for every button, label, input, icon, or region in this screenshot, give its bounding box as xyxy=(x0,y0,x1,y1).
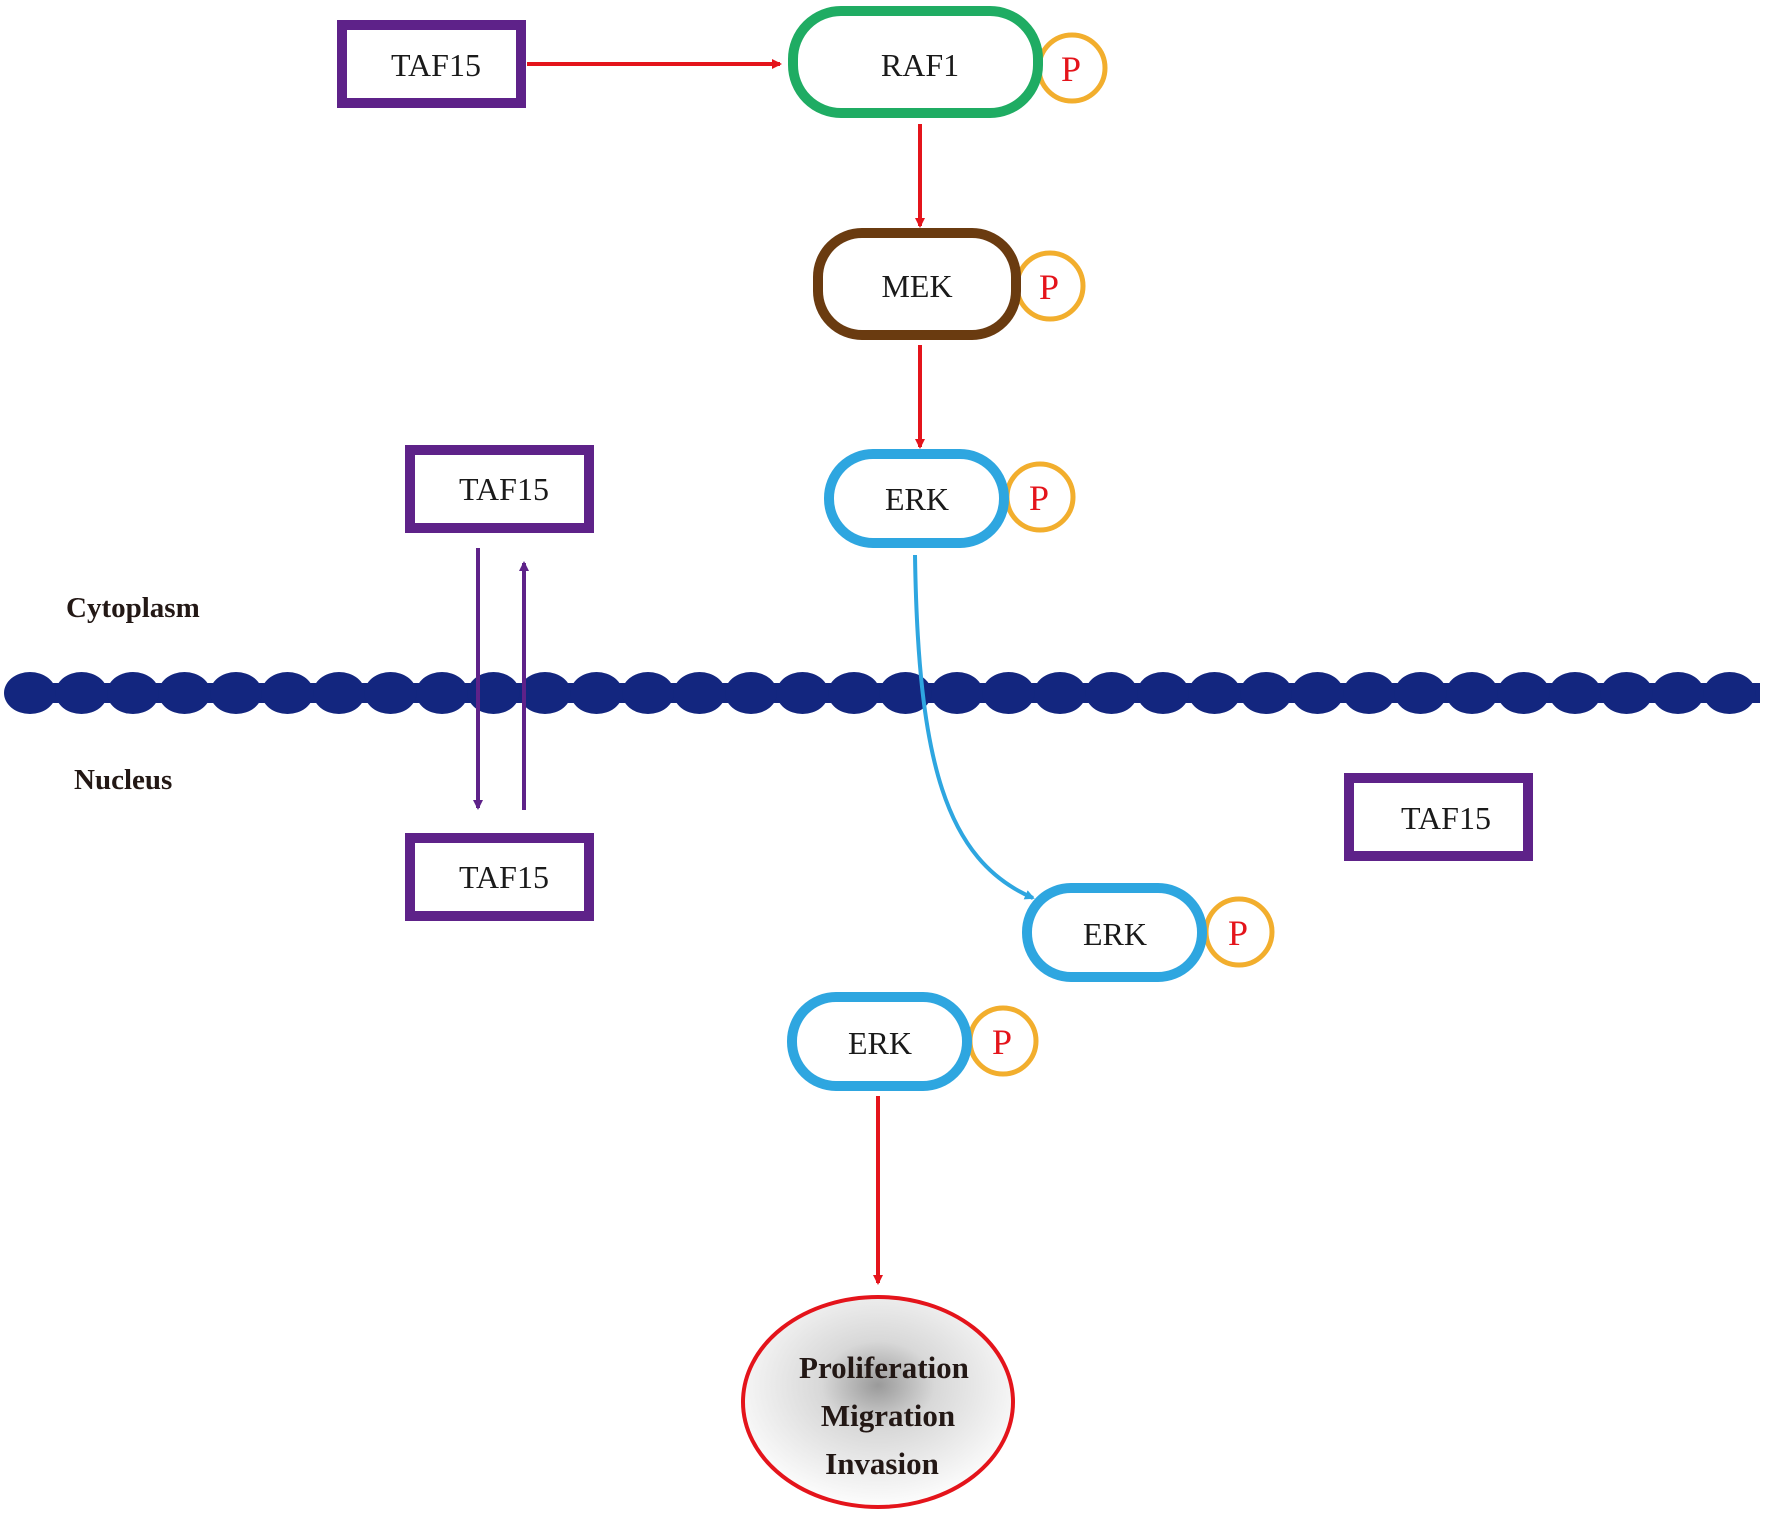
membrane-bead xyxy=(158,672,211,714)
taf15-cytoplasm-label: TAF15 xyxy=(459,471,549,507)
membrane-bead xyxy=(1652,672,1704,714)
mek-label: MEK xyxy=(881,268,952,304)
membrane-bead xyxy=(1703,672,1756,714)
membrane-bead xyxy=(364,672,417,714)
erk-nucleus-left-label: ERK xyxy=(848,1025,912,1061)
membrane-bead xyxy=(1291,672,1344,714)
outcome-proliferation: Proliferation xyxy=(799,1350,969,1385)
mek-node: P MEK xyxy=(813,228,1086,340)
erk-nucleus-left-phospho-label: P xyxy=(992,1022,1012,1062)
membrane-bead xyxy=(622,672,674,714)
membrane-bead xyxy=(107,672,159,714)
taf15-top-label: TAF15 xyxy=(391,47,481,83)
erk-cytoplasm-label: ERK xyxy=(885,481,949,517)
membrane-bead xyxy=(1240,672,1292,714)
taf15-node-top: TAF15 xyxy=(337,20,526,108)
membrane-bead xyxy=(313,672,365,714)
membrane-bead xyxy=(1446,672,1498,714)
membrane-bead xyxy=(1343,672,1395,714)
membrane-bead xyxy=(210,672,262,714)
erk-node-nucleus-left: P ERK xyxy=(787,992,1039,1091)
erk-node-cytoplasm: P ERK xyxy=(824,449,1076,548)
raf1-node: P RAF1 xyxy=(788,6,1108,118)
erk-cytoplasm-phospho-label: P xyxy=(1029,478,1049,518)
membrane-bead xyxy=(416,672,468,714)
erk-nucleus-right-phospho-label: P xyxy=(1228,913,1248,953)
membrane-bead xyxy=(467,672,520,714)
cytoplasm-label: Cytoplasm xyxy=(66,592,200,624)
membrane-bead xyxy=(1034,672,1086,714)
taf15-node-nucleus: TAF15 xyxy=(405,833,594,921)
nuclear-membrane xyxy=(4,672,1760,714)
membrane-bead xyxy=(879,672,932,714)
outcome-invasion: Invasion xyxy=(825,1446,939,1481)
cellular-outcome-node: Proliferation Migration Invasion xyxy=(741,1295,1015,1509)
erk-nucleus-right-label: ERK xyxy=(1083,916,1147,952)
membrane-bead xyxy=(55,672,108,714)
membrane-bead xyxy=(1600,672,1653,714)
membrane-bead xyxy=(1085,672,1138,714)
membrane-bead xyxy=(570,672,623,714)
taf15-node-cytoplasm: TAF15 xyxy=(405,445,594,533)
membrane-bead xyxy=(1549,672,1601,714)
membrane-bead xyxy=(931,672,983,714)
membrane-bead xyxy=(519,672,571,714)
taf15-right-label: TAF15 xyxy=(1401,800,1491,836)
nucleus-label: Nucleus xyxy=(74,764,172,796)
membrane-bead xyxy=(1394,672,1447,714)
membrane-bead xyxy=(1497,672,1550,714)
outcome-migration: Migration xyxy=(821,1398,955,1433)
membrane-bead xyxy=(828,672,880,714)
membrane-bead xyxy=(776,672,829,714)
membrane-bead xyxy=(1188,672,1241,714)
membrane-bead xyxy=(673,672,726,714)
mek-phospho-label: P xyxy=(1039,267,1059,307)
taf15-nucleus-label: TAF15 xyxy=(459,859,549,895)
membrane-bead xyxy=(4,672,56,714)
raf1-label: RAF1 xyxy=(881,47,959,83)
erk-node-nucleus-right: P ERK xyxy=(1022,883,1275,982)
membrane-bead xyxy=(261,672,314,714)
membrane-bead xyxy=(982,672,1035,714)
membrane-bead xyxy=(1137,672,1189,714)
membrane-bead xyxy=(725,672,777,714)
raf1-phospho-label: P xyxy=(1061,49,1081,89)
taf15-node-right: TAF15 xyxy=(1344,773,1533,861)
erk-nuclear-translocation-arrow xyxy=(913,554,1035,900)
